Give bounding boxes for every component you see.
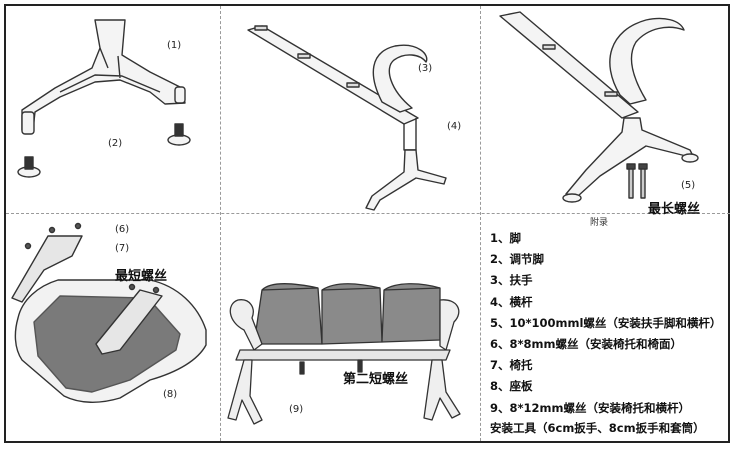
foot-pad: [681, 153, 699, 163]
foot-pad: [562, 193, 582, 203]
legend-item: 2、调节脚: [490, 252, 545, 267]
armrest: [372, 44, 428, 113]
bench-armrest: [229, 299, 263, 351]
legend-item: 5、10*100mml螺丝（安装扶手脚和横杆）: [490, 315, 722, 330]
armrest: [609, 17, 685, 105]
part-label-9: (9): [289, 404, 304, 415]
crossbar: [499, 11, 639, 119]
bench-leg: [423, 359, 461, 421]
chair-foot: [365, 149, 447, 211]
part-label-7: (7): [115, 243, 130, 254]
appendix-title: 附录: [590, 218, 609, 228]
part-label-8: (8): [163, 389, 178, 400]
panel-divider: [6, 213, 730, 214]
legend-item: 9、8*12mm螺丝（安装椅托和横杆）: [490, 400, 690, 415]
foot-pad: [21, 111, 35, 135]
tools-note: 安装工具（6cm扳手、8cm扳手和套筒）: [490, 421, 705, 435]
legend-item: 4、横杆: [490, 294, 533, 309]
panel-divider: [480, 6, 481, 441]
chair-leg: [565, 117, 695, 197]
part-label-2: (2): [108, 138, 123, 149]
part-label-4: (4): [447, 121, 462, 132]
legend-item: 7、椅托: [490, 358, 533, 373]
bench-seat-2: [321, 283, 383, 345]
legend-item: 8、座板: [490, 379, 533, 394]
bench-leg: [227, 359, 263, 425]
diagram-frame: [4, 4, 730, 443]
callout-second-shortest-screw: 第二短螺丝: [343, 372, 409, 387]
legend-item: 3、扶手: [490, 273, 533, 288]
parts-legend: 1、脚 2、调节脚 3、扶手 4、横杆 5、10*100mml螺丝（安装扶手脚和…: [490, 230, 721, 421]
part-label-5: (5): [681, 180, 696, 191]
legend-item: 1、脚: [490, 231, 522, 245]
legend-item: 6、8*8mm螺丝（安装椅托和椅面）: [490, 336, 682, 351]
part-label-3: (3): [418, 63, 433, 74]
seat-bracket: [11, 235, 83, 303]
bench-armrest: [439, 299, 460, 351]
callout-shortest-screw: 最短螺丝: [115, 269, 168, 284]
panel-divider: [220, 6, 221, 441]
bench-seat-3: [381, 283, 441, 343]
foot-pad: [174, 86, 186, 104]
bench-crossbar: [235, 349, 451, 361]
bench-seat-1: [253, 283, 323, 345]
seat-bracket: [95, 289, 163, 355]
part-label-6: (6): [115, 224, 130, 235]
callout-longest-screw: 最长螺丝: [648, 202, 701, 217]
part-label-1: (1): [167, 40, 182, 51]
